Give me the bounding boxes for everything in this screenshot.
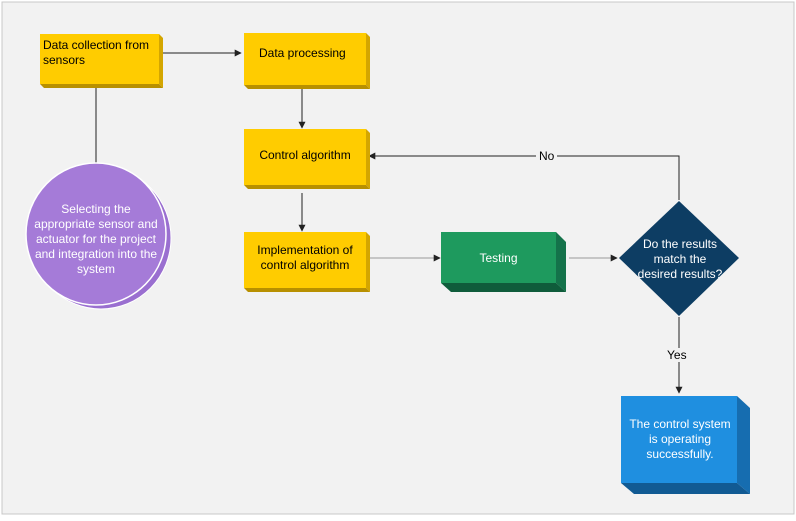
node-decision [619, 201, 739, 316]
edge-decision-no-to-control [368, 152, 680, 200]
data-processing-label: Data processing [259, 45, 346, 60]
node-testing [441, 232, 566, 292]
yes-edge-label: Yes [664, 348, 690, 362]
control-algorithm-label: Control algorithm [259, 147, 351, 162]
node-control-algorithm [244, 129, 370, 189]
data-collection-label: Data collection from sensors [43, 38, 150, 67]
node-success [621, 396, 750, 494]
connectors [92, 49, 683, 394]
success-label: The control system is operating successf… [629, 416, 731, 461]
decision-label: Do the results match the desired results… [637, 236, 723, 281]
no-edge-label: No [536, 149, 558, 163]
selecting-label: Selecting the appropriate sensor and act… [34, 201, 158, 276]
implementation-label: Implementation of control algorithm [257, 243, 353, 272]
node-selecting [25, 162, 172, 310]
testing-label: Testing [479, 250, 518, 265]
node-implementation [244, 232, 370, 292]
node-data-collection [40, 34, 163, 88]
node-data-processing [244, 33, 370, 89]
